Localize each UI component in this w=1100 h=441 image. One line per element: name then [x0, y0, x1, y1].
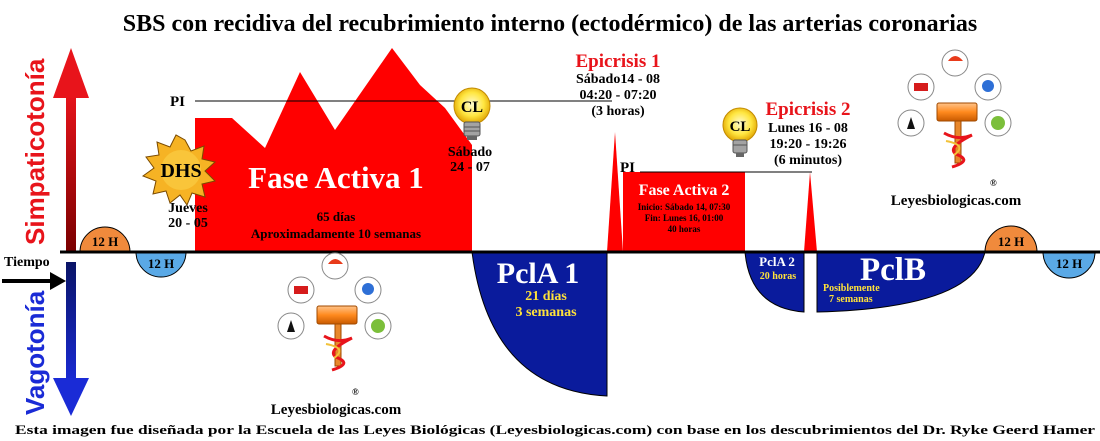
lightbulb-icon — [453, 87, 491, 140]
epicrisis-2-line2: 19:20 - 19:26 — [770, 137, 847, 152]
epicrisis-2-line1: Lunes 16 - 08 — [768, 121, 848, 136]
pcla-2-shape — [744, 251, 805, 313]
leyesbiologicas-logo — [277, 252, 392, 372]
epicrisis-2-label: Epicrisis 2 — [766, 99, 851, 120]
pclb-line2: 7 semanas — [829, 294, 873, 305]
epicrisis-1-label: Epicrisis 1 — [576, 51, 661, 72]
pcla-2-line1: 20 horas — [760, 271, 797, 282]
epicrisis-1-line2: 04:20 - 07:20 — [580, 88, 657, 103]
pcla-2-label: PclA 2 — [759, 254, 795, 269]
pcla-1-label: PclA 1 — [497, 257, 580, 290]
normotonia-left-low-label: 12 H — [148, 256, 174, 271]
normotonia-right-up — [984, 225, 1038, 253]
pclb-line1: Posiblemente — [823, 283, 880, 294]
cl-1-date: 24 - 07 — [450, 160, 490, 175]
sympathicotonia-bar — [66, 92, 76, 252]
vagotonia-label: Vagotonía — [20, 290, 50, 415]
fase-activa-2-line3: 40 horas — [668, 224, 701, 234]
logo-registered-2: ® — [352, 387, 359, 397]
normotonia-left-label: 12 H — [92, 234, 118, 249]
lightbulb-icon — [722, 107, 758, 157]
normotonia-left-down — [135, 251, 187, 278]
fase-activa-2-line1: Inicio: Sábado 14, 07:30 — [638, 202, 731, 212]
normotonia-right-low-label: 12 H — [1056, 256, 1082, 271]
down-arrow-head — [53, 378, 89, 416]
normotonia-left-up — [79, 226, 131, 253]
pcla-1-line1: 21 días — [525, 289, 567, 304]
page-title: SBS con recidiva del recubrimiento inter… — [123, 11, 978, 37]
normotonia-right-down — [1042, 251, 1096, 279]
cl-1-day: Sábado — [448, 145, 492, 160]
up-arrow-head — [53, 48, 89, 98]
sympathicotonia-label: Simpaticotonía — [20, 58, 50, 245]
dhs-label: DHS — [160, 160, 201, 182]
pcla-1-shape — [471, 251, 608, 397]
vagotonia-bar — [66, 262, 76, 384]
normotonia-right-label: 12 H — [998, 234, 1024, 249]
vertical-axis — [53, 48, 89, 416]
epicrisis-1-spike — [607, 132, 623, 252]
time-arrow-head — [50, 272, 66, 290]
logo-text-1: Leyesbiologicas.com — [891, 193, 1022, 209]
fase-activa-1-label: Fase Activa 1 — [248, 160, 424, 195]
fase-activa-1-duration: 65 días — [317, 209, 356, 224]
cl-2-label: CL — [730, 119, 751, 135]
pclb-label: PclB — [860, 252, 926, 288]
logo-text-2: Leyesbiologicas.com — [271, 402, 402, 418]
dhs-date: 20 - 05 — [168, 216, 208, 231]
footer-credit: Esta imagen fue diseñada por la Escuela … — [15, 422, 1095, 437]
cl-1-label: CL — [461, 99, 483, 116]
fase-activa-2-shape — [623, 172, 745, 252]
fase-activa-2-label: Fase Activa 2 — [639, 182, 730, 199]
pclb-shape — [816, 251, 986, 313]
dhs-day: Jueves — [168, 201, 208, 216]
pi-2-label: PI — [620, 160, 635, 176]
fase-activa-1-shape — [195, 48, 472, 252]
pcla-1-line2: 3 semanas — [515, 305, 577, 320]
epicrisis-2-line3: (6 minutos) — [774, 153, 842, 168]
time-label: Tiempo — [4, 255, 50, 270]
leyesbiologicas-logo — [897, 49, 1012, 169]
fase-activa-2-line2: Fin: Lunes 16, 01:00 — [645, 213, 724, 223]
epicrisis-1-line3: (3 horas) — [591, 104, 645, 119]
pi-1-label: PI — [170, 94, 185, 110]
dhs-starburst — [141, 134, 217, 207]
logo-registered-1: ® — [990, 178, 997, 188]
epicrisis-1-line1: Sábado14 - 08 — [576, 72, 660, 87]
epicrisis-2-spike — [804, 172, 817, 252]
fase-activa-1-approx: Aproximadamente 10 semanas — [251, 226, 421, 241]
